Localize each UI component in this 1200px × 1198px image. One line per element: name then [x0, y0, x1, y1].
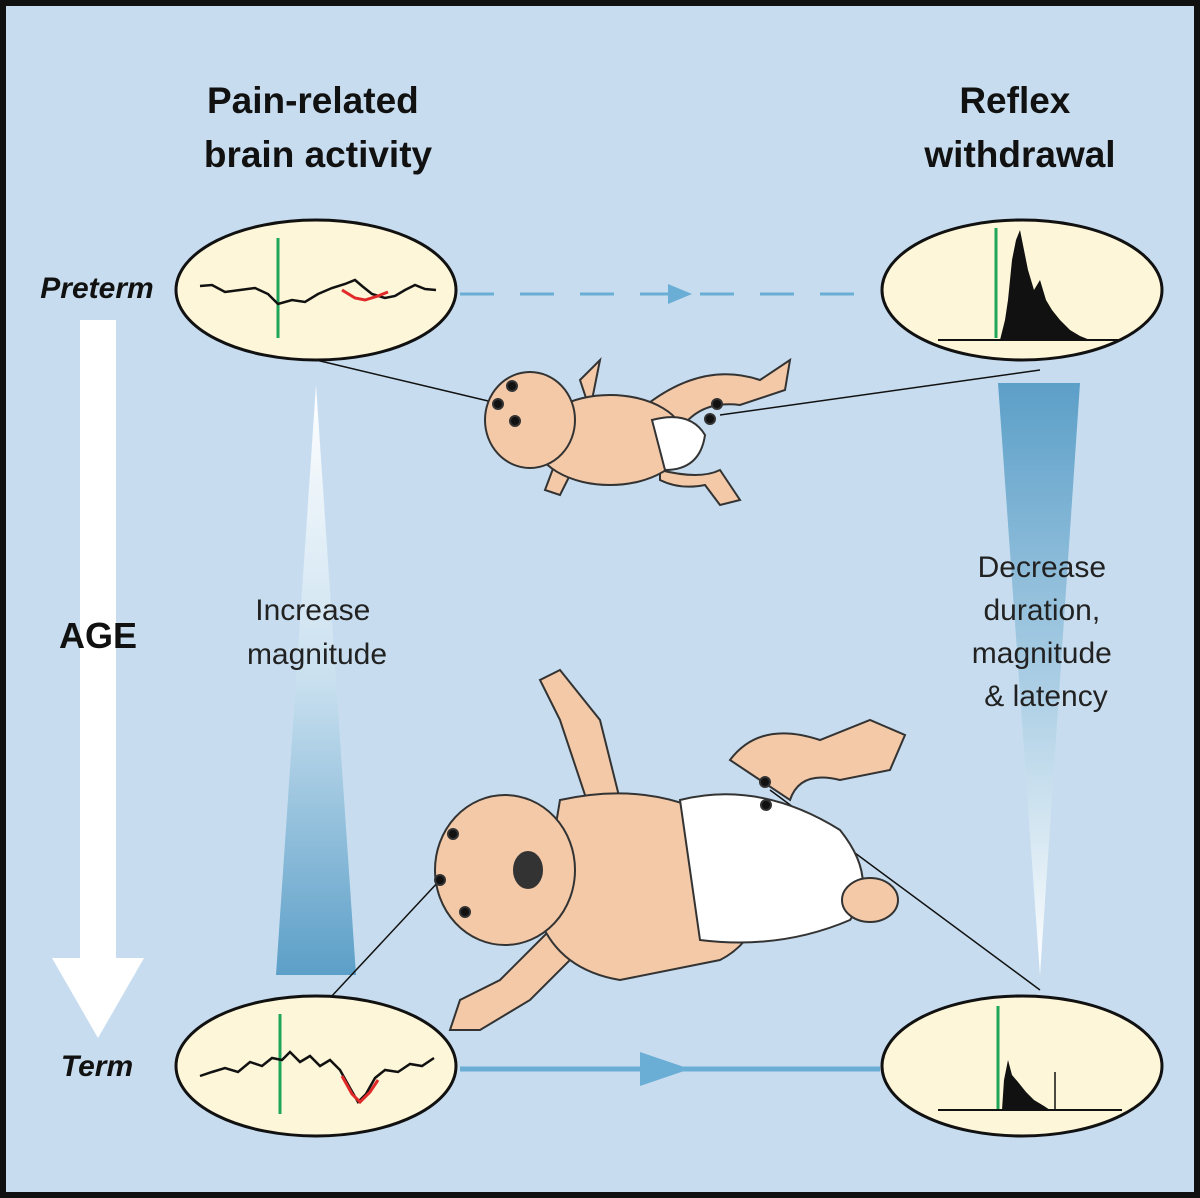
decrease-gradient-triangle — [998, 383, 1080, 975]
preterm-infant-illustration — [484, 356, 792, 507]
term-infant-illustration — [434, 668, 907, 1031]
emg-burst — [1002, 1060, 1050, 1110]
eeg-trace — [199, 1050, 435, 1105]
preterm-brain-eeg-panel — [174, 218, 458, 362]
increase-magnitude-note: Increase magnitude — [247, 594, 387, 671]
eeg-response — [341, 288, 389, 302]
increase-gradient-triangle — [276, 385, 356, 975]
decrease-note: Decrease duration, magnitude & latency — [972, 551, 1120, 713]
reflex-withdrawal-heading: Reflex withdrawal — [923, 80, 1115, 175]
term-brain-eeg-panel — [174, 994, 458, 1138]
eeg-trace — [199, 278, 437, 306]
term-label: Term — [61, 1050, 133, 1083]
emg-burst — [1000, 230, 1090, 340]
term-solid-arrow — [460, 1052, 880, 1086]
preterm-label: Preterm — [40, 272, 153, 305]
brain-activity-heading: Pain-related brain activity — [204, 80, 433, 175]
preterm-dashed-arrow — [460, 284, 880, 304]
eeg-response — [340, 1075, 380, 1105]
term-reflex-emg-panel — [880, 994, 1164, 1138]
preterm-reflex-emg-panel — [880, 218, 1164, 362]
age-arrow — [52, 320, 144, 1038]
age-label: AGE — [59, 615, 137, 656]
